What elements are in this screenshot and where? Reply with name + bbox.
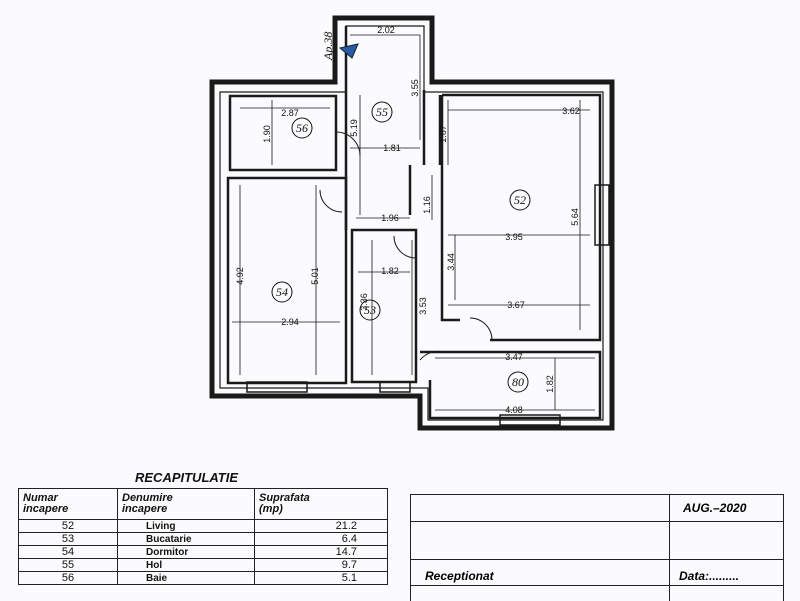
cell-name: Dormitor xyxy=(117,545,255,559)
cell-name: Living xyxy=(117,519,255,533)
dimension-label: 1.16 xyxy=(422,196,432,214)
dimension-label: 1.82 xyxy=(381,266,399,276)
stamp-box: AUG.–2020 Receptionat Data:......... xyxy=(410,494,784,601)
dimension-label: 3.47 xyxy=(505,352,523,362)
room-marker-52: 52 xyxy=(509,189,531,211)
dimension-label: 3.95 xyxy=(505,232,523,242)
svg-text:54: 54 xyxy=(276,285,288,299)
svg-text:55: 55 xyxy=(376,105,388,119)
dimension-label: 4.08 xyxy=(505,405,523,415)
dimension-label: 1.67 xyxy=(438,125,448,143)
cell-num: 53 xyxy=(18,532,118,546)
cell-area: 6.4 xyxy=(254,532,388,546)
dimension-label: 4.92 xyxy=(235,267,245,285)
svg-text:53: 53 xyxy=(364,303,376,317)
dimension-label: 5.64 xyxy=(570,208,580,226)
room-marker-55: 55 xyxy=(371,101,393,123)
dimension-label: 5.01 xyxy=(310,267,320,285)
dimension-label: 1.81 xyxy=(383,143,401,153)
floor-plan: Ap.38 52 53 54 55 56 80 2.02 3.55 3.62 1.67 5.19 2… xyxy=(209,15,615,431)
cell-area: 9.7 xyxy=(254,558,388,572)
received-label: Receptionat xyxy=(425,569,494,583)
room-marker-53: 53 xyxy=(359,299,381,321)
inner-wall xyxy=(219,25,604,421)
dimension-label: 2.87 xyxy=(281,108,299,118)
svg-text:Ap.38: Ap.38 xyxy=(321,32,335,61)
room-56-walls xyxy=(228,94,338,172)
dimension-label: 3.55 xyxy=(410,79,420,97)
outer-wall xyxy=(209,15,615,431)
svg-text:80: 80 xyxy=(512,375,524,389)
stamp-date: AUG.–2020 xyxy=(683,501,747,515)
dimension-label: 3.44 xyxy=(446,253,456,271)
apartment-label: Ap.38 xyxy=(321,32,359,61)
cell-area: 21.2 xyxy=(254,519,388,533)
cell-num: 56 xyxy=(18,571,118,585)
room-marker-80: 80 xyxy=(507,371,529,393)
cell-area: 14.7 xyxy=(254,545,388,559)
dimension-label: 5.19 xyxy=(349,119,359,137)
cell-num: 52 xyxy=(18,519,118,533)
date-label: Data:......... xyxy=(679,569,740,583)
svg-text:56: 56 xyxy=(296,121,308,135)
room-52-walls xyxy=(440,93,602,342)
svg-text:52: 52 xyxy=(514,193,526,207)
cell-num: 55 xyxy=(18,558,118,572)
room-marker-54: 54 xyxy=(271,281,293,303)
dimension-label: 3.67 xyxy=(507,300,525,310)
dimension-label: 1.96 xyxy=(381,213,399,223)
room-marker-56: 56 xyxy=(291,117,313,139)
dimension-label: 1.82 xyxy=(545,375,555,393)
dimension-label: 1.90 xyxy=(262,125,272,143)
cell-name: Hol xyxy=(117,558,255,572)
cell-num: 54 xyxy=(18,545,118,559)
dimension-label: 3.62 xyxy=(562,106,580,116)
dimension-label: 2.94 xyxy=(281,317,299,327)
dimension-label: 2.02 xyxy=(377,25,395,35)
dimension-label: 3.53 xyxy=(418,297,428,315)
cell-name: Bucatarie xyxy=(117,532,255,546)
room-54-walls xyxy=(226,176,348,385)
room-80-walls xyxy=(420,350,602,420)
cell-name: Baie xyxy=(117,571,255,585)
recap-title: RECAPITULATIE xyxy=(135,470,239,485)
dimension-label: 3.36 xyxy=(359,293,369,311)
header-area: Suprafata(mp) xyxy=(254,488,388,520)
cell-area: 5.1 xyxy=(254,571,388,585)
